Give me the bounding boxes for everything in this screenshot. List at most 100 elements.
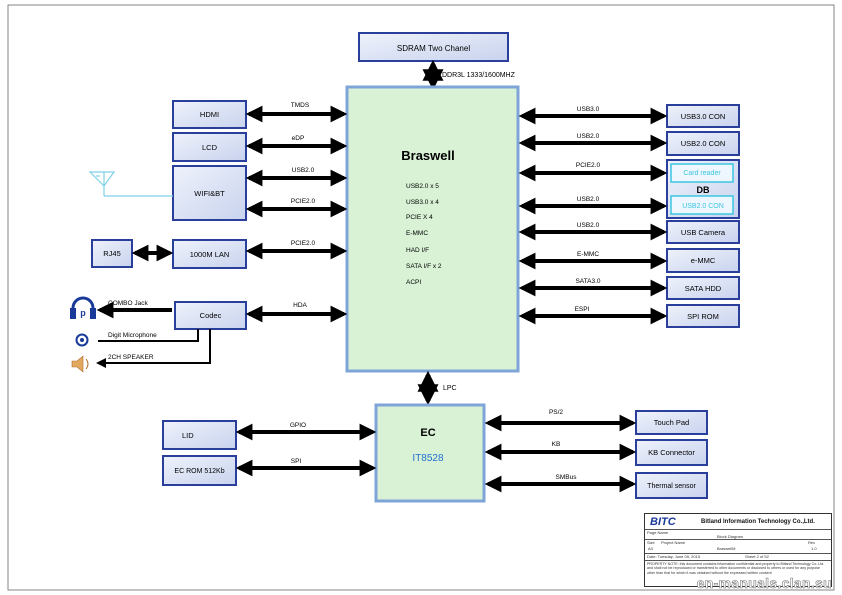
usb3-link-label: USB3.0 — [577, 106, 600, 113]
mic-line — [98, 329, 199, 342]
rev-label: Rev — [808, 540, 816, 545]
ec-block: EC IT8528 — [374, 403, 486, 503]
project-name: BraswellM — [717, 546, 736, 551]
watermark: en-manuals.clan.su — [696, 575, 832, 592]
espi-link-label: ESPI — [575, 306, 590, 313]
emmc-block: e-MMC — [666, 248, 740, 273]
lpc-label: LPC — [443, 385, 457, 392]
ddr-link-label: DDR3L 1333/1600MHZ — [442, 72, 516, 79]
hda-label: HDA — [293, 302, 307, 309]
microphone-icon — [75, 333, 89, 347]
smbus-label: SMBus — [556, 474, 578, 481]
soc-name: Braswell — [401, 148, 454, 163]
usb3-con-label: USB3.0 CON — [681, 112, 726, 121]
speaker-line — [96, 329, 211, 368]
card-pcie-label: PCIE2.0 — [576, 162, 601, 169]
page-name: Block Diagram — [717, 534, 744, 539]
speaker-label: 2CH SPEAKER — [108, 354, 154, 361]
sheet-number: Sheet 2 of 52 — [745, 554, 769, 559]
soc-feature-usb2: USB2.0 x 5 — [406, 183, 439, 190]
ps2-label: PS/2 — [549, 409, 563, 416]
soc-feature-sata: SATA I/F x 2 — [406, 263, 442, 270]
title-block: BITC Bitland Information Technology Co.,… — [644, 513, 832, 587]
date: Date: Tuesday, June 09, 2015 — [647, 554, 701, 559]
camera-link-label: USB2.0 — [577, 222, 600, 229]
wifi-bt-block: WIFI&BT — [172, 165, 247, 221]
rj45-label: RJ45 — [103, 249, 121, 258]
kb-connector-block: KB Connector — [635, 439, 708, 466]
sata-link-label: SATA3.0 — [575, 278, 600, 285]
company-logo: BITC — [650, 516, 676, 528]
spi-rom-block: SPI ROM — [666, 304, 740, 328]
db-usb-link-label: USB2.0 — [577, 196, 600, 203]
headphone-icon: p — [70, 296, 96, 319]
db-label: DB — [697, 185, 710, 195]
sata-hdd-label: SATA HDD — [685, 284, 722, 293]
lan-block: 1000M LAN — [172, 239, 247, 269]
gpio-label: GPIO — [290, 422, 306, 429]
project-label: Project Name — [661, 540, 686, 545]
db-usb2-label: USB2.0 CON — [682, 203, 724, 210]
kb-connector-label: KB Connector — [648, 448, 695, 457]
lan-label: 1000M LAN — [190, 250, 230, 259]
property-notice: PROPERTY NOTE: this document contains in… — [647, 562, 825, 575]
soc-block: Braswell USB2.0 x 5 USB3.0 x 4 PCIE X 4 … — [345, 85, 520, 373]
soc-feature-acpi: ACPI — [406, 279, 421, 286]
ec-rom-block: EC ROM 512Kb — [162, 455, 237, 486]
emmc-label: e-MMC — [691, 256, 716, 265]
sdram-block: SDRAM Two Chanel — [358, 32, 509, 62]
tmds-label: TMDS — [291, 102, 310, 109]
usb2-con-label: USB2.0 CON — [681, 139, 726, 148]
soc-feature-hda: HAD I/F — [406, 247, 429, 254]
emmc-link-label: E-MMC — [577, 251, 599, 258]
size-label: Size — [647, 540, 655, 545]
mic-label: Digit Microphone — [108, 332, 157, 339]
card-reader-label: Card reader — [683, 170, 721, 177]
rev-value: 1.0 — [811, 546, 817, 551]
codec-label: Codec — [200, 311, 222, 320]
thermal-sensor-block: Thermal sensor — [635, 472, 708, 499]
usb2-con-block: USB2.0 CON — [666, 131, 740, 156]
lid-label: LID — [182, 431, 194, 440]
usb2-link-label: USB2.0 — [577, 133, 600, 140]
company-name: Bitland Information Technology Co.,Ltd. — [701, 519, 815, 525]
sheet-border — [7, 4, 835, 591]
lid-block: LID — [162, 420, 237, 450]
hdmi-label: HDMI — [200, 110, 219, 119]
sata-hdd-block: SATA HDD — [666, 276, 740, 300]
combo-jack-label: COMBO Jack — [108, 300, 148, 307]
wifi-bt-label: WIFI&BT — [194, 189, 225, 198]
ec-name: EC — [420, 427, 435, 439]
touch-pad-label: Touch Pad — [654, 418, 689, 427]
codec-block: Codec — [174, 301, 247, 330]
usb-camera-label: USB Camera — [681, 228, 726, 237]
page-name-label: Page Name — [647, 530, 669, 535]
lan-pcie-label: PCIE2.0 — [291, 240, 316, 247]
rj45-block: RJ45 — [91, 239, 133, 268]
usb3-con-block: USB3.0 CON — [666, 104, 740, 128]
speaker-icon — [71, 355, 89, 373]
wifi-usb-label: USB2.0 — [292, 167, 315, 174]
size-value: A3 — [648, 546, 653, 551]
lcd-label: LCD — [202, 143, 218, 152]
db-board: Card reader DB USB2.0 CON — [666, 159, 740, 219]
hdmi-block: HDMI — [172, 100, 247, 129]
ec-rom-label: EC ROM 512Kb — [174, 468, 224, 475]
lcd-block: LCD — [172, 132, 247, 162]
edp-label: eDP — [292, 135, 305, 142]
kb-label: KB — [552, 441, 561, 448]
spi-rom-label: SPI ROM — [687, 312, 719, 321]
touch-pad-block: Touch Pad — [635, 410, 708, 435]
soc-feature-usb3: USB3.0 x 4 — [406, 199, 439, 206]
sdram-label: SDRAM Two Chanel — [397, 44, 470, 53]
antenna-icon — [88, 171, 173, 197]
ec-part-number: IT8528 — [412, 453, 444, 464]
usb-camera-block: USB Camera — [666, 220, 740, 244]
soc-feature-emmc: E-MMC — [406, 230, 428, 237]
thermal-sensor-label: Thermal sensor — [647, 483, 696, 490]
svg-text:p: p — [80, 308, 86, 318]
spi-label: SPI — [291, 458, 302, 465]
wifi-pcie-label: PCIE2.0 — [291, 198, 316, 205]
